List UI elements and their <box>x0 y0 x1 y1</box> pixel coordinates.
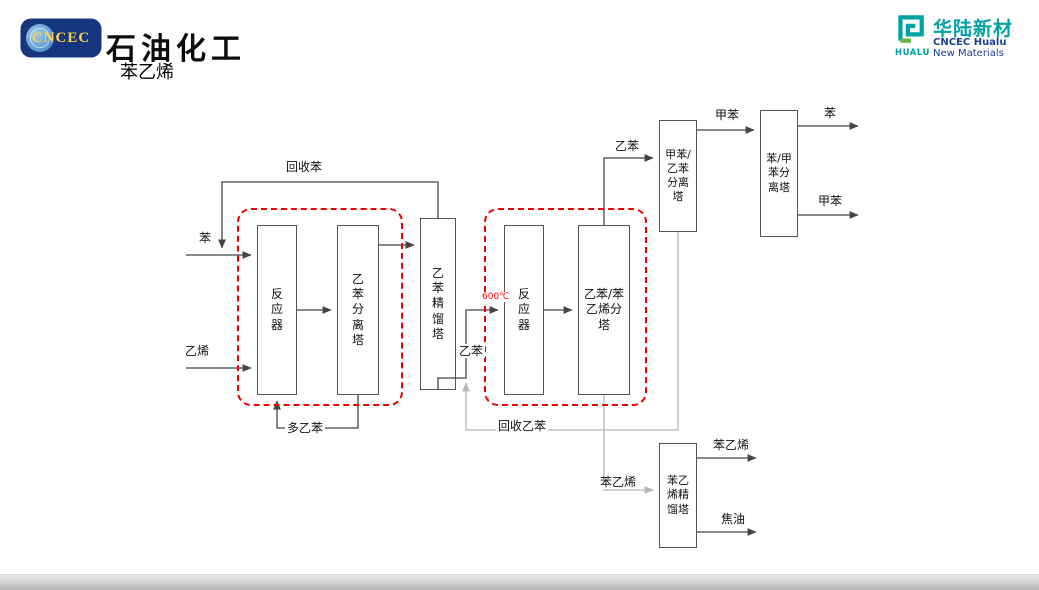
cncec-logo-text: CNCEC <box>31 29 91 46</box>
unit-benzene-toluene-separation-tower: 苯/甲苯分离塔 <box>760 110 798 237</box>
stream-label-poly-ethylbenzene: 多乙苯 <box>285 421 326 435</box>
stream-label-benzene-out: 苯 <box>822 106 839 120</box>
stream-label-toluene-out: 甲苯 <box>816 194 845 208</box>
unit-styrene-distillation-tower-label: 苯乙烯精馏塔 <box>667 474 689 516</box>
hualu-name-cn: 华陆新材 <box>933 18 1014 40</box>
unit-eb-distillation-tower: 乙苯精馏塔 <box>420 218 456 390</box>
hualu-name-en1: CNCEC Hualu <box>933 37 1007 48</box>
unit-reactor-1-label: 反应器 <box>270 286 283 332</box>
stream-label-recycled-ethylbenzene: 回收乙苯 <box>496 419 549 433</box>
stream-label-ethylbenzene-mid: 乙苯 <box>457 344 486 358</box>
unit-toluene-eb-separation-tower-label: 甲苯/乙苯分离塔 <box>665 147 691 204</box>
unit-eb-separation-tower-label: 乙苯分离塔 <box>351 271 364 348</box>
unit-reactor-1: 反应器 <box>257 225 297 395</box>
brand-title: 石油化工 <box>106 32 246 67</box>
hualu-logo-icon <box>898 15 924 43</box>
unit-eb-distillation-tower-label: 乙苯精馏塔 <box>431 265 444 342</box>
unit-benzene-toluene-separation-tower-label: 苯/甲苯分离塔 <box>766 152 792 194</box>
globe-icon <box>26 24 54 52</box>
hualu-logo-lockup: 华陆新材 HUALU CNCEC Hualu New Materials <box>893 12 1039 60</box>
hualu-name-sub: HUALU <box>895 48 930 58</box>
unit-styrene-distillation-tower: 苯乙烯精馏塔 <box>659 443 697 548</box>
stream-label-ethylbenzene-top: 乙苯 <box>613 139 642 153</box>
stream-label-recycled-benzene: 回收苯 <box>284 160 325 174</box>
stream-label-toluene-mid: 甲苯 <box>713 108 742 122</box>
unit-eb-separation-tower: 乙苯分离塔 <box>337 225 379 395</box>
stream-label-ethylene-feed: 乙烯 <box>183 344 212 358</box>
page-title: 苯乙烯 <box>120 62 174 83</box>
hualu-name-en2: New Materials <box>933 48 1004 59</box>
dashed-group-alkylation <box>237 208 403 406</box>
stream-label-benzene-feed: 苯 <box>197 231 214 245</box>
stream-label-tar-out: 焦油 <box>719 512 748 526</box>
stream-label-reactor2-temperature: 600℃ <box>481 292 511 302</box>
cncec-logo: CNCEC <box>22 20 100 56</box>
dashed-group-dehydrogenation <box>484 208 647 406</box>
footer-bar <box>0 574 1039 590</box>
unit-toluene-eb-separation-tower: 甲苯/乙苯分离塔 <box>659 120 697 232</box>
stream-label-styrene-mid: 苯乙烯 <box>598 475 639 489</box>
stream-label-styrene-out: 苯乙烯 <box>711 438 752 452</box>
